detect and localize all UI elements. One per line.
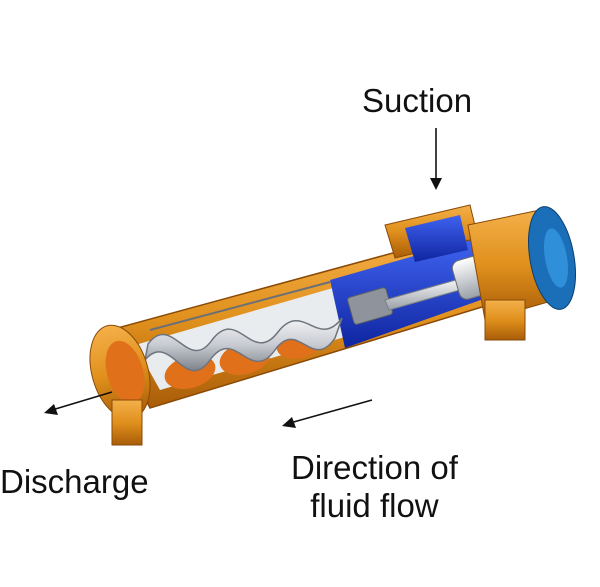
- discharge-arrow: [44, 391, 113, 415]
- suction-label: Suction: [362, 82, 473, 119]
- flow-direction-label: Direction of fluid flow: [291, 449, 458, 525]
- flow-direction-label-line1: Direction of: [291, 449, 458, 486]
- flow-direction-arrow: [282, 399, 373, 428]
- flow-direction-label-line2: fluid flow: [310, 487, 439, 524]
- drive-end-housing: [467, 206, 576, 341]
- suction-arrow: [430, 128, 442, 190]
- discharge-flange: [89, 324, 151, 446]
- rotor-screw: [143, 317, 343, 372]
- discharge-label: Discharge: [0, 463, 149, 500]
